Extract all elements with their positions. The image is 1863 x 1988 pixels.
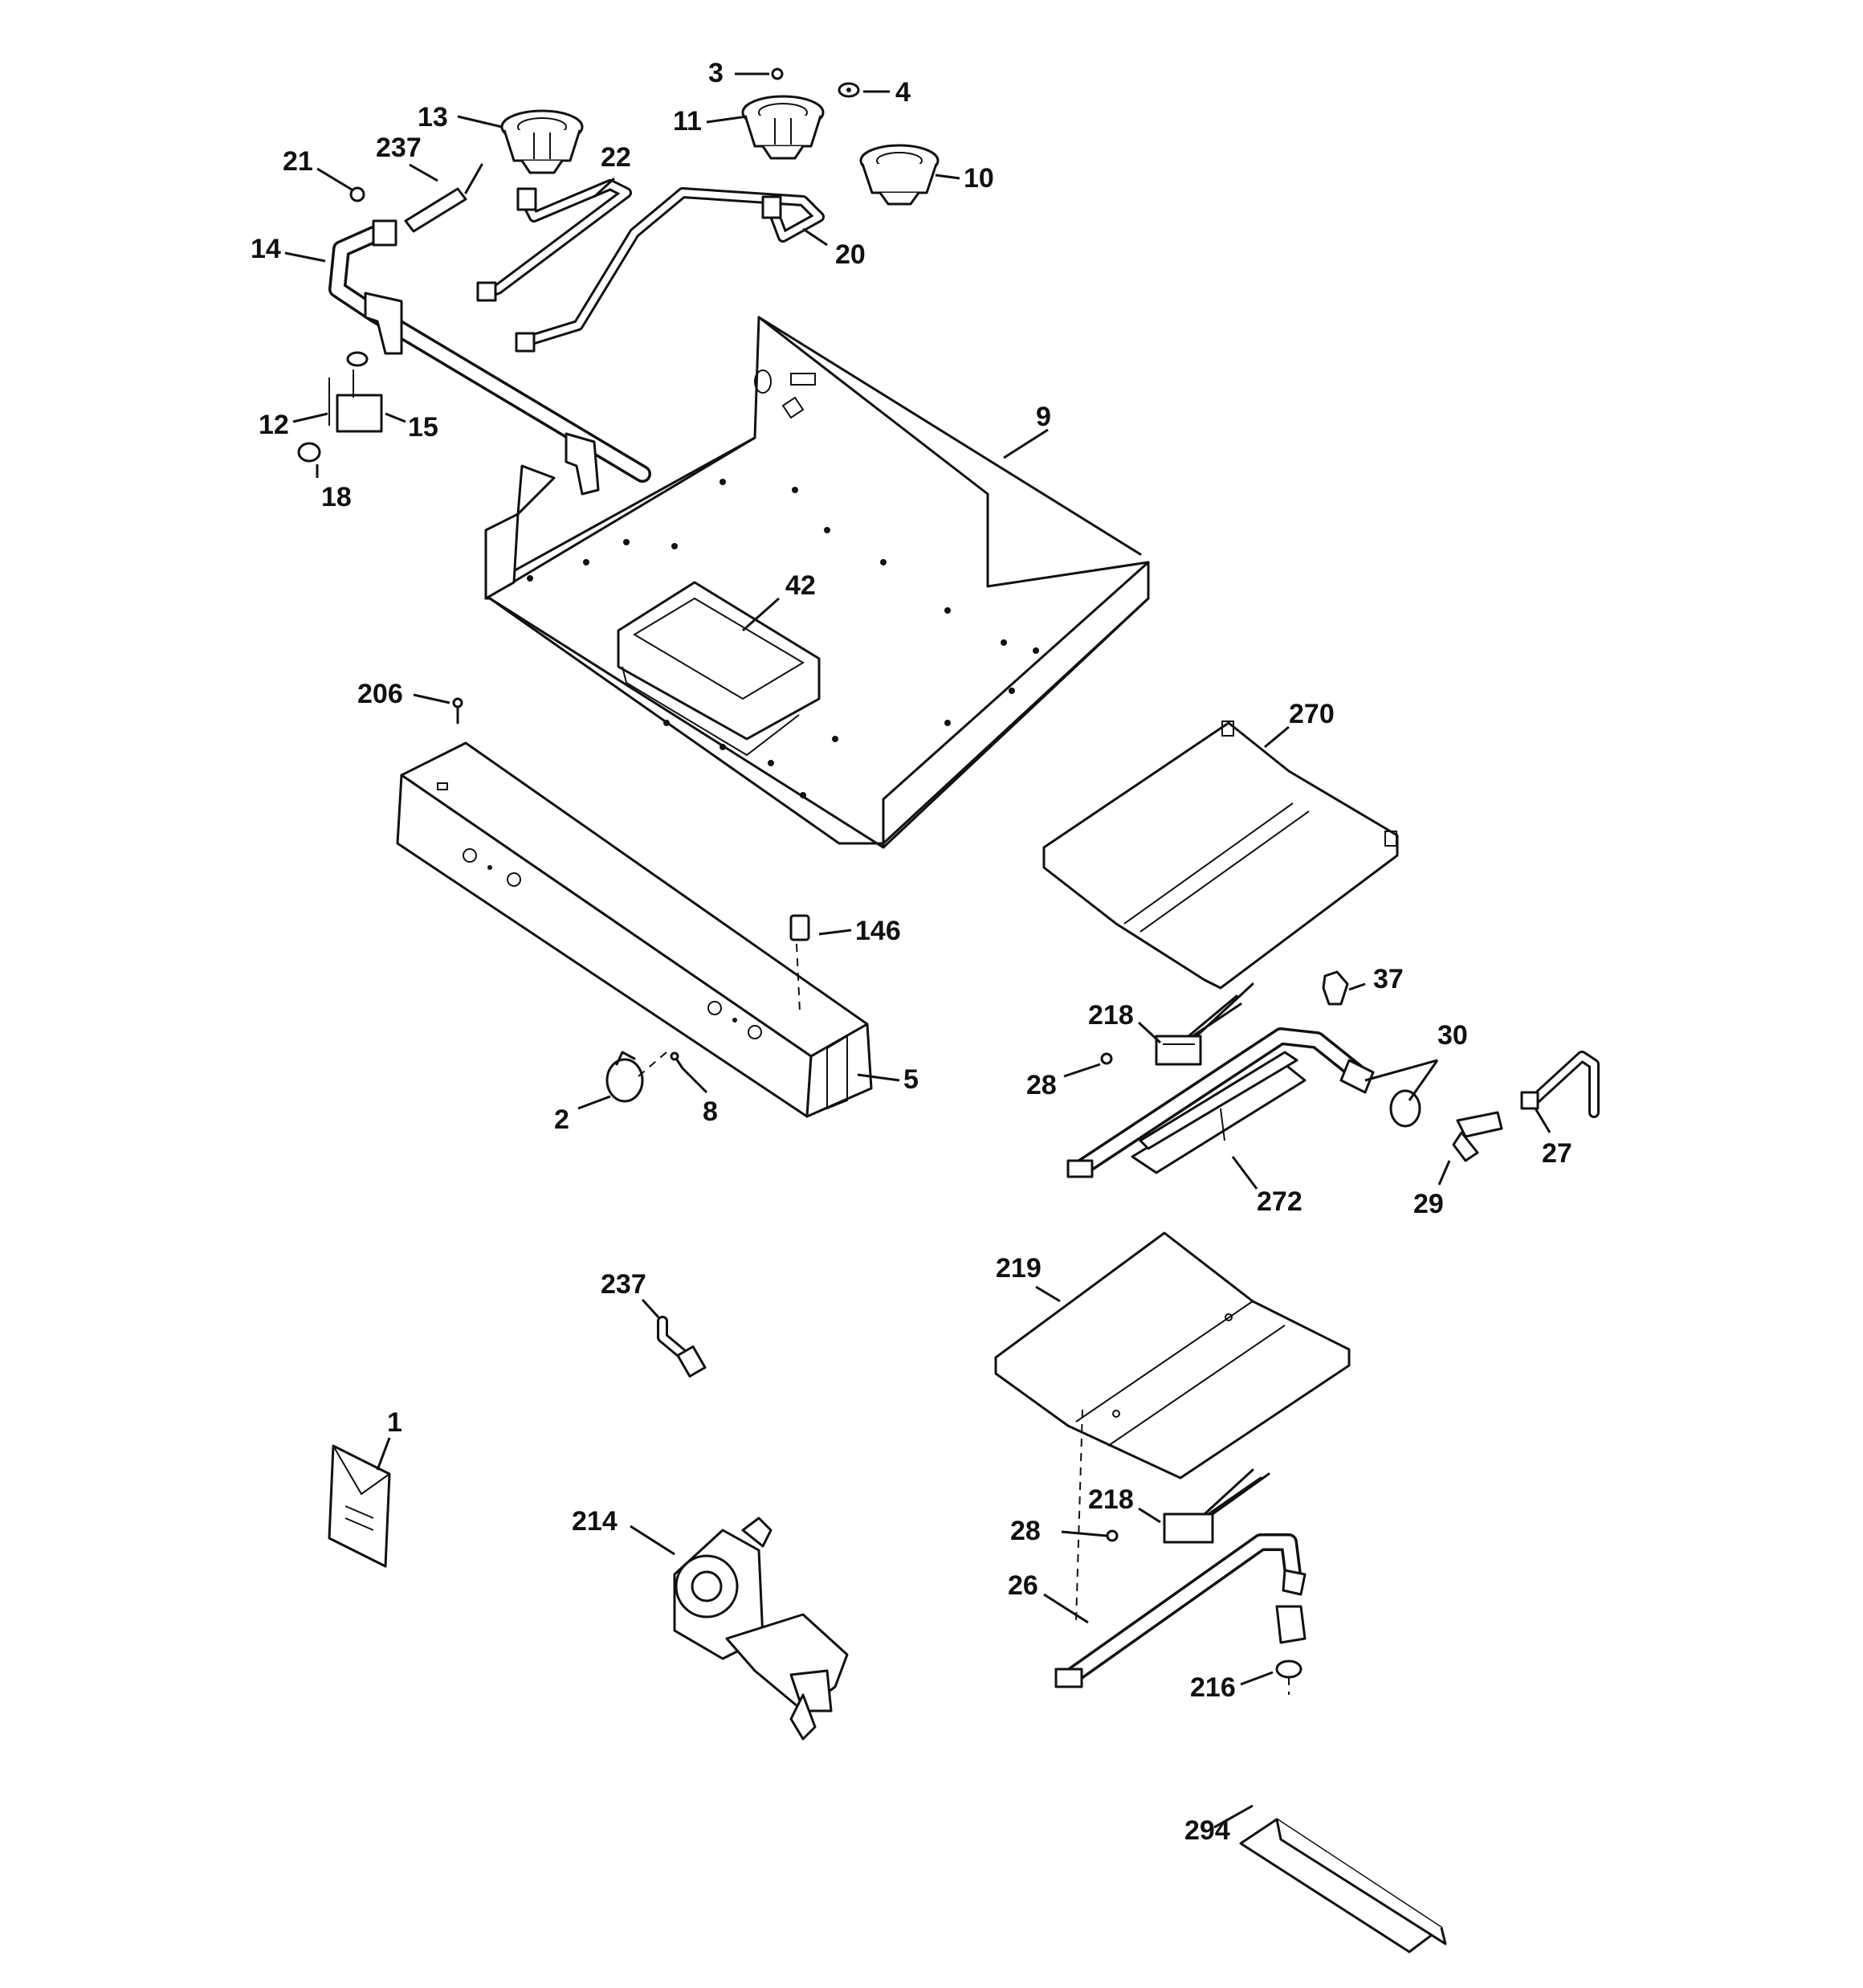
callout-2: 2	[554, 1104, 569, 1135]
nut-4	[838, 82, 860, 98]
callout-11: 11	[673, 106, 702, 137]
callout-206: 206	[357, 679, 403, 709]
bracket-294	[1239, 1818, 1447, 1953]
shield-219	[994, 1231, 1351, 1623]
shutter-216	[1275, 1605, 1307, 1695]
control-panel-5	[396, 741, 873, 1118]
callout-labels: 3 4 13 11 10 21 237 22 20 14 9 12 15 18 …	[251, 58, 1572, 1846]
screw-28-upper	[1100, 1052, 1113, 1065]
callout-216: 216	[1190, 1672, 1236, 1703]
callout-4: 4	[895, 77, 911, 108]
callout-218-lower: 218	[1088, 1484, 1134, 1515]
callout-28-upper: 28	[1026, 1070, 1057, 1100]
callout-15: 15	[408, 412, 438, 443]
screw-3	[771, 67, 784, 80]
callout-3: 3	[708, 58, 724, 88]
callout-218-upper: 218	[1088, 1000, 1134, 1031]
callout-29: 29	[1413, 1189, 1444, 1219]
callout-42: 42	[785, 570, 816, 601]
callout-27: 27	[1542, 1138, 1572, 1169]
callout-14: 14	[251, 234, 281, 264]
callout-1: 1	[387, 1407, 402, 1438]
callout-237-mid: 237	[601, 1269, 646, 1300]
control-knob-2	[605, 1051, 667, 1103]
callout-30: 30	[1437, 1020, 1468, 1051]
shutter-37	[1322, 970, 1349, 1006]
burner-tube-upper	[1066, 1027, 1375, 1178]
orifice-237-top	[404, 163, 483, 233]
burner-head-11	[741, 95, 825, 160]
screw-21	[349, 186, 365, 202]
callout-237-top: 237	[376, 133, 422, 163]
igniter-218-lower	[1163, 1468, 1270, 1544]
callout-146: 146	[855, 916, 901, 946]
orifice-29	[1452, 1111, 1503, 1162]
screw-206	[452, 697, 463, 725]
burner-tube-26	[1054, 1533, 1307, 1688]
callout-22: 22	[601, 142, 631, 173]
manifold-pipe-14	[328, 219, 651, 496]
callout-18: 18	[321, 482, 352, 512]
callout-294: 294	[1184, 1815, 1230, 1846]
orifice-237-mid	[657, 1316, 707, 1378]
callout-13: 13	[418, 102, 448, 133]
callout-5: 5	[903, 1064, 919, 1095]
burner-head-13	[500, 109, 584, 174]
callout-8: 8	[703, 1096, 718, 1127]
gas-valve-214	[673, 1517, 849, 1741]
callout-26: 26	[1008, 1570, 1038, 1601]
burner-head-10	[859, 144, 940, 206]
valve-assembly-15	[328, 351, 383, 433]
callout-21: 21	[283, 146, 313, 177]
callout-10: 10	[964, 163, 994, 194]
gas-tube-22	[476, 179, 632, 302]
callout-270: 270	[1289, 699, 1335, 729]
callout-37: 37	[1373, 964, 1404, 994]
callout-28-lower: 28	[1010, 1516, 1041, 1546]
air-shutter-30	[1389, 1089, 1421, 1128]
screw-28-lower	[1106, 1529, 1119, 1542]
igniter-218-upper	[1155, 982, 1254, 1066]
cooktop-pan-9	[484, 316, 1150, 849]
gas-tube-20	[515, 187, 825, 353]
shield-270	[1042, 720, 1399, 990]
gas-line-27	[1520, 1051, 1600, 1118]
screw-8	[670, 1051, 684, 1070]
callout-214: 214	[572, 1506, 618, 1537]
callout-272: 272	[1257, 1186, 1302, 1217]
callout-219: 219	[996, 1253, 1042, 1284]
burner-shield-272	[1131, 1051, 1307, 1174]
knob-washer-18	[297, 442, 321, 463]
callout-12: 12	[259, 410, 289, 440]
callout-20: 20	[835, 239, 866, 270]
clip-146	[789, 914, 810, 1013]
leader-lines	[284, 72, 1551, 1829]
callout-9: 9	[1036, 402, 1051, 432]
literature-1	[328, 1444, 391, 1568]
